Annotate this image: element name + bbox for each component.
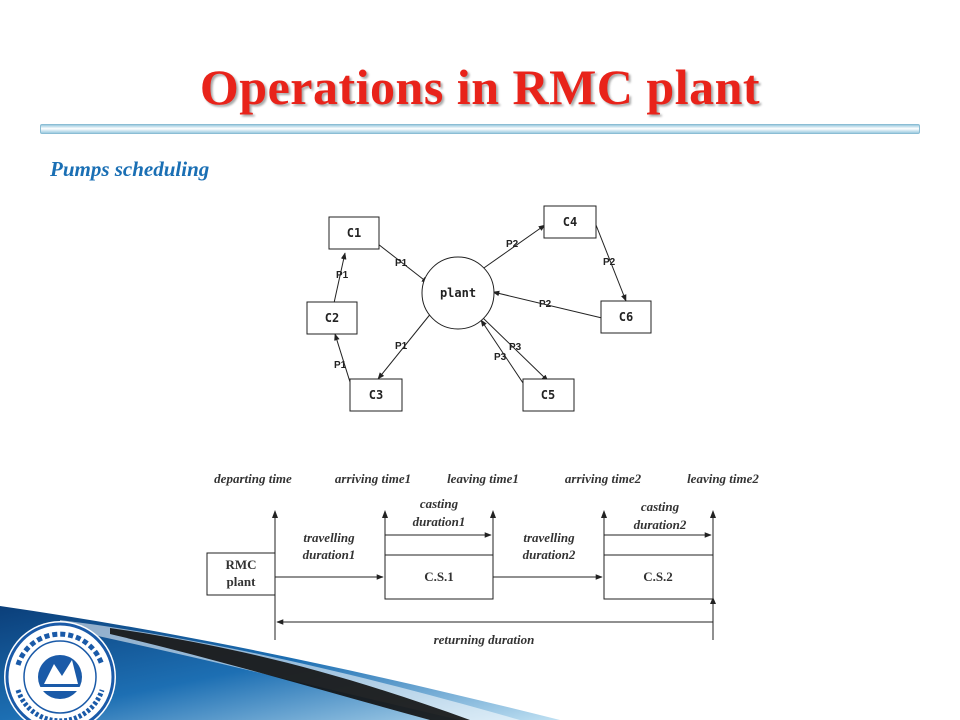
returning-label: returning duration [434,632,535,647]
edge-label-plant-c5: P3 [509,342,522,353]
pump-network-diagram: plant C1 C2 C3 C4 C5 C6 P1 P1 P1 P1 P2 P… [306,205,652,412]
edge-label-c1-plant: P1 [395,258,408,269]
node-c6-label: C6 [619,310,633,324]
travel2-line2: duration2 [523,547,576,562]
cs2-box [603,554,714,600]
edge-c6-plant [492,290,603,319]
edge-c3-c2 [334,333,351,383]
node-c6 [600,300,652,334]
edge-c4-c6 [595,224,627,302]
node-c2 [306,301,358,335]
plant-label: plant [440,286,476,300]
plant-node [421,256,495,330]
header-departing-time: departing time [214,471,292,486]
edge-label-c6-plant: P2 [539,299,552,310]
header-leaving-time1: leaving time1 [447,471,519,486]
node-c3 [349,378,403,412]
node-c5 [522,378,575,412]
rmc-plant-box [206,552,276,596]
cast1-line2: duration1 [413,514,466,529]
edge-c1-plant [377,243,429,284]
header-leaving-time2: leaving time2 [687,471,759,486]
edge-label-c5-plant: P3 [494,352,507,363]
cast1-line1: casting [420,496,459,511]
edge-label-plant-c3: P1 [395,341,408,352]
header-arriving-time2: arriving time2 [565,471,642,486]
travel1-line1: travelling [303,530,355,545]
node-c5-label: C5 [541,388,555,402]
edge-label-c2-c1: P1 [336,270,349,281]
rmc-plant-line2: plant [227,574,257,589]
university-logo [4,621,116,720]
edge-label-plant-c4: P2 [506,239,519,250]
cs1-box [384,554,494,600]
node-c2-label: C2 [325,311,339,325]
node-c4 [543,205,597,239]
edge-label-c4-c6: P2 [603,257,616,268]
travel1-line2: duration1 [303,547,356,562]
node-c1 [328,216,380,250]
node-c3-label: C3 [369,388,383,402]
edge-plant-c5 [482,317,549,382]
rmc-plant-line1: RMC [225,557,256,572]
timeline-diagram: departing time arriving time1 leaving ti… [206,471,759,647]
node-c4-label: C4 [563,215,577,229]
header-arriving-time1: arriving time1 [335,471,411,486]
cs2-label: C.S.2 [643,569,673,584]
cast2-line1: casting [641,499,680,514]
slide-title: Operations in RMC plant [199,59,761,115]
node-c1-label: C1 [347,226,361,240]
cs1-label: C.S.1 [424,569,454,584]
title-divider [40,124,920,134]
edge-plant-c4 [480,224,546,271]
slide-subtitle: Pumps scheduling [50,157,210,181]
travel2-line1: travelling [523,530,575,545]
cast2-line2: duration2 [634,517,687,532]
edge-c2-c1 [333,252,347,304]
edge-label-c3-c2: P1 [334,360,347,371]
corner-swoosh [0,606,560,720]
edge-c5-plant [480,319,524,384]
edge-plant-c3 [377,311,433,380]
